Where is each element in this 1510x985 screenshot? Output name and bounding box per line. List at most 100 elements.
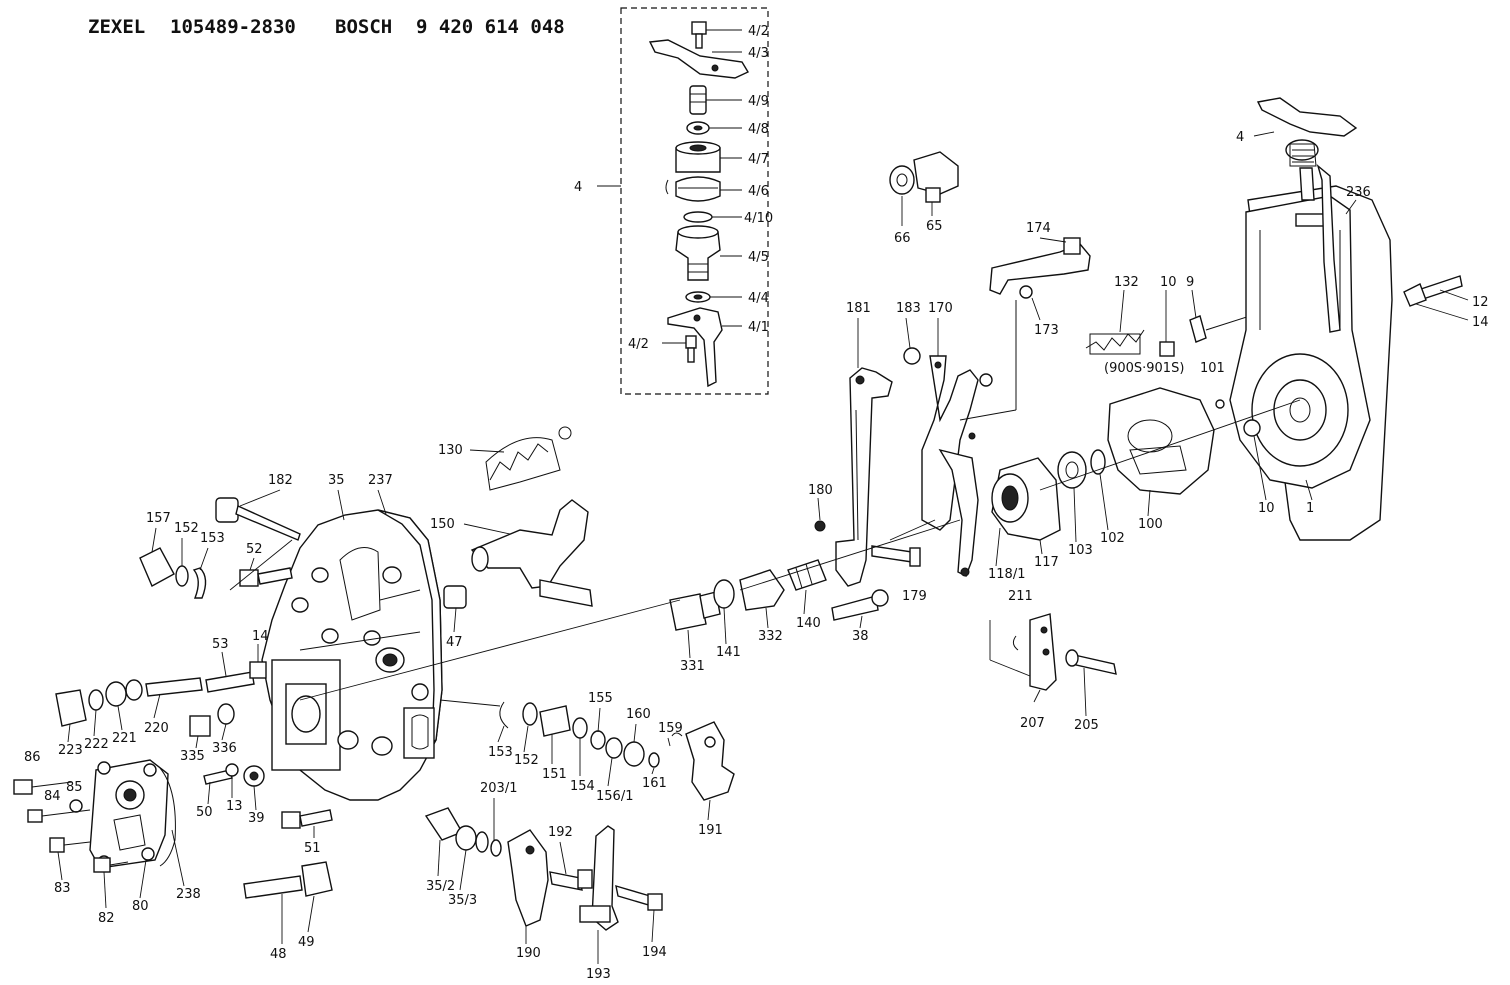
part-label: 13 (226, 799, 243, 814)
part-label: 4/2 (748, 24, 769, 39)
part-label: 1 (1306, 501, 1314, 516)
part-label: 4/4 (748, 291, 769, 306)
part-label: 140 (796, 616, 821, 631)
lever-190 (507, 825, 663, 931)
left-fasteners (13, 497, 467, 899)
fitting-35-2 (424, 807, 502, 857)
part-label: 38 (852, 629, 869, 644)
part-label: 4 (1236, 130, 1244, 145)
part-label: 157 (146, 511, 171, 526)
part-label: 180 (808, 483, 833, 498)
nut-and-washer-65-66 (889, 151, 959, 203)
part-label: 12 (1472, 295, 1489, 310)
lever-4 (1256, 97, 1358, 333)
note-900s-901s: (900S·901S) (1104, 361, 1184, 376)
part-label: 220 (144, 721, 169, 736)
governor-lever-assembly-detail (648, 21, 750, 388)
part-label: 181 (846, 301, 871, 316)
part-label: 48 (270, 947, 287, 962)
part-label: 192 (548, 825, 573, 840)
part-label: 118/1 (988, 567, 1025, 582)
part-label: 86 (24, 750, 41, 765)
part-label: 236 (1346, 185, 1371, 200)
detail-box-4 (620, 7, 769, 395)
part-label: 160 (626, 707, 651, 722)
part-label: 331 (680, 659, 705, 674)
part-label: 85 (66, 780, 83, 795)
part-label: 223 (58, 743, 83, 758)
part-label: 102 (1100, 531, 1125, 546)
part-label: 100 (1138, 517, 1163, 532)
bracket-174 (959, 237, 1091, 421)
part-label: 4/9 (748, 94, 769, 109)
bolt-12 (1403, 275, 1463, 307)
part-label: 82 (98, 911, 115, 926)
part-label: 39 (248, 811, 265, 826)
part-label: 4/7 (748, 152, 769, 167)
part-label: 50 (196, 805, 213, 820)
part-label: 182 (268, 473, 293, 488)
part-label: 35 (328, 473, 345, 488)
part-label: 194 (642, 945, 667, 960)
part-label: 130 (438, 443, 463, 458)
part-label: 203/1 (480, 781, 517, 796)
assembly-axis-lines (229, 399, 1301, 707)
part-label: 4/6 (748, 184, 769, 199)
part-label: 153 (488, 745, 513, 760)
part-label: 141 (716, 645, 741, 660)
part-label: 49 (298, 935, 315, 950)
part-label: 132 (1114, 275, 1139, 290)
part-label: 103 (1068, 543, 1093, 558)
part-label: 9 (1186, 275, 1194, 290)
part-label: 183 (896, 301, 921, 316)
part-label: 335 (180, 749, 205, 764)
part-label: 174 (1026, 221, 1051, 236)
part-label: 53 (212, 637, 229, 652)
part-label: 14 (1472, 315, 1489, 330)
governor-housing (1215, 167, 1393, 541)
part-label: 4/8 (748, 122, 769, 137)
part-label: 161 (642, 776, 667, 791)
adjusting-screw-assembly (669, 520, 921, 631)
part-label: 4/5 (748, 250, 769, 265)
part-label: 211 (1008, 589, 1033, 604)
header-zexel-number: 105489-2830 (170, 16, 296, 38)
part-label: 83 (54, 881, 71, 896)
part-label: 173 (1034, 323, 1059, 338)
stop-lever-assembly (499, 701, 735, 801)
part-label: 66 (894, 231, 911, 246)
end-cover (89, 759, 176, 869)
header-brand-zexel: ZEXEL (88, 16, 146, 38)
part-label: 4/1 (748, 320, 769, 335)
part-label: 150 (430, 517, 455, 532)
part-label: 10 (1258, 501, 1275, 516)
part-labels: 4/2 4/3 4/9 4/8 4/7 4/6 4/10 4/5 4/4 4/1… (24, 24, 1489, 982)
part-label: 117 (1034, 555, 1059, 570)
part-label: 65 (926, 219, 943, 234)
part-label: 193 (586, 967, 611, 982)
part-label: 153 (200, 531, 225, 546)
part-label: 154 (570, 779, 595, 794)
header-brand-bosch: BOSCH (335, 16, 393, 38)
part-label: 14 (252, 629, 269, 644)
flyweight-holder (991, 387, 1215, 541)
part-label: 10 (1160, 275, 1177, 290)
part-label: 190 (516, 946, 541, 961)
part-label: 80 (132, 899, 149, 914)
part-label: 191 (698, 823, 723, 838)
part-label: 222 (84, 737, 109, 752)
part-label: 4/2 (628, 337, 649, 352)
label-leaders (57, 131, 1469, 964)
part-label: 84 (44, 789, 61, 804)
part-label: 4 (574, 180, 582, 195)
part-label: 4/10 (744, 211, 773, 226)
part-label: 151 (542, 767, 567, 782)
part-label: 52 (246, 542, 263, 557)
part-label: 332 (758, 629, 783, 644)
part-label: 101 (1200, 361, 1225, 376)
bracket-207 (1012, 613, 1117, 691)
part-label: 336 (212, 741, 237, 756)
part-label: 156/1 (596, 789, 633, 804)
part-label: 207 (1020, 716, 1045, 731)
